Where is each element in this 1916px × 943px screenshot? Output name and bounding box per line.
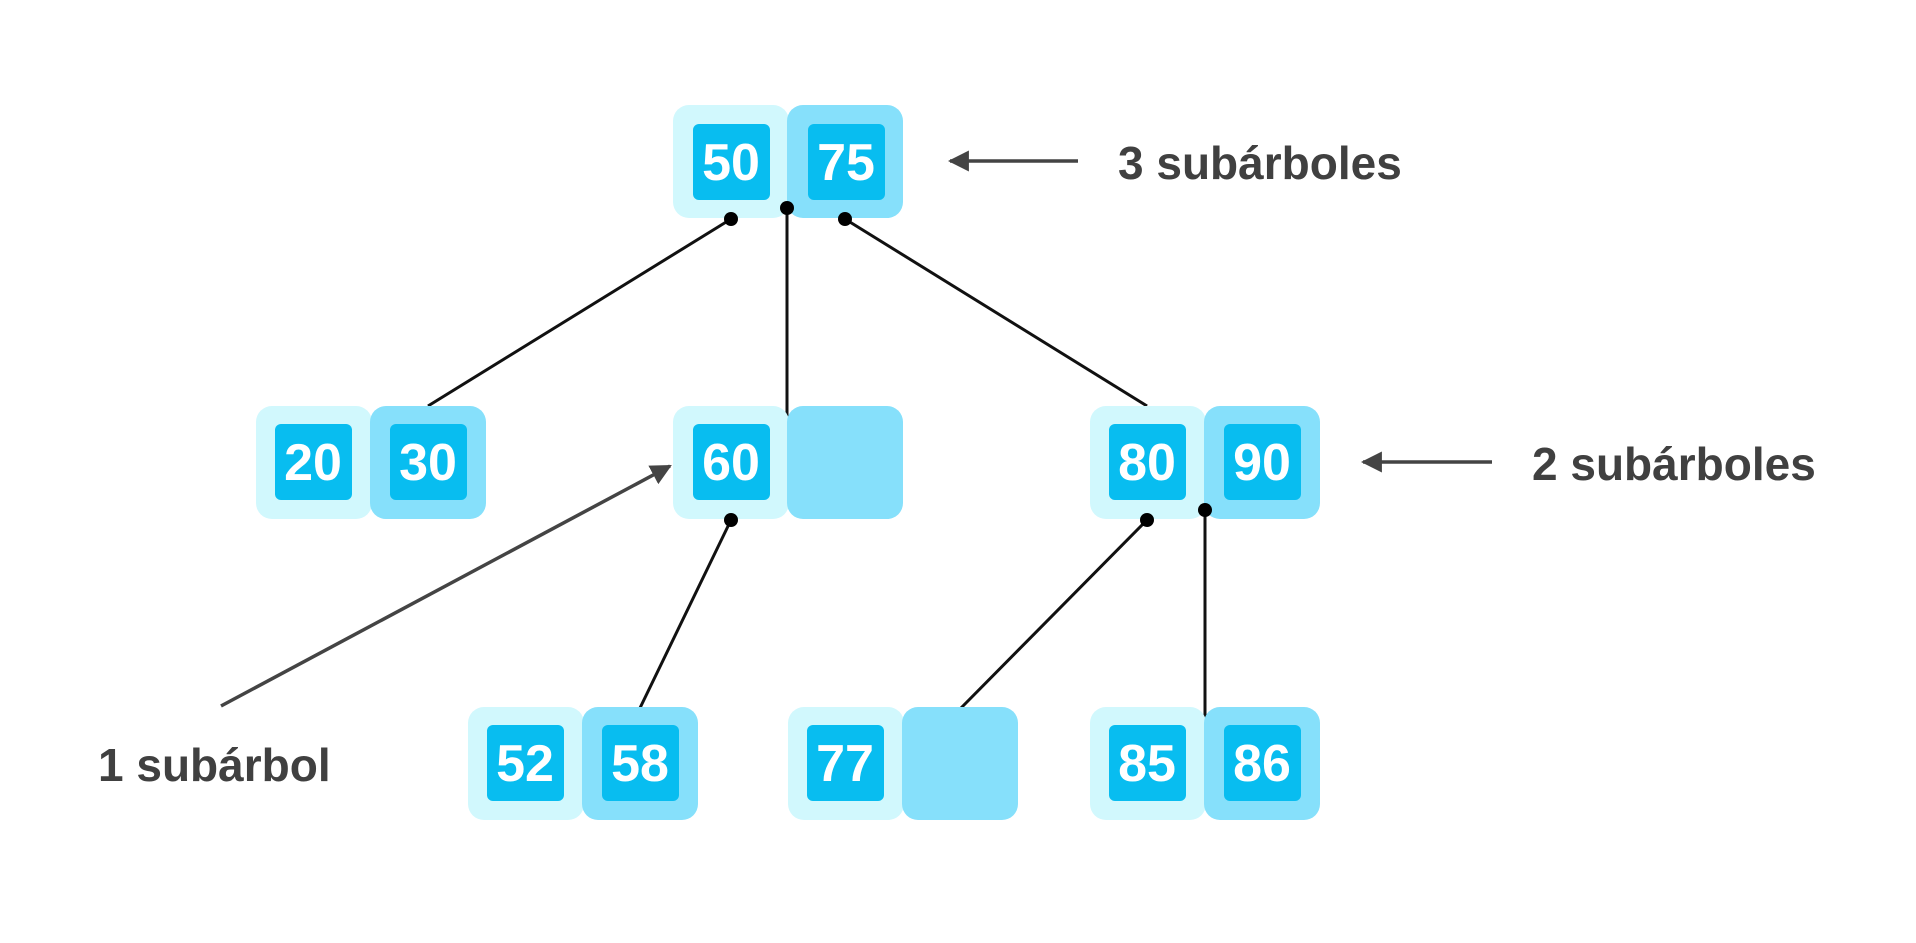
dot-right-child2	[1198, 503, 1212, 517]
label-3-subarboles: 3 subárboles	[1118, 137, 1402, 189]
key-52: 52	[496, 735, 554, 793]
edge-mid-child	[638, 519, 733, 709]
dot-right-child1	[1140, 513, 1154, 527]
node-right: 80 90	[1090, 406, 1320, 519]
edge-root-left	[427, 217, 732, 408]
key-50: 50	[702, 134, 760, 192]
label-1-subarbol: 1 subárbol	[98, 739, 331, 791]
key-80: 80	[1118, 434, 1176, 492]
key-85: 85	[1118, 735, 1176, 793]
dot-root-mid	[780, 201, 794, 215]
edge-right-child1	[959, 518, 1149, 710]
edges	[427, 208, 1207, 720]
node-right-child2: 85 86	[1090, 707, 1320, 820]
key-75: 75	[817, 134, 875, 192]
edge-dots	[724, 201, 1212, 527]
node-mid-child: 52 58	[468, 707, 698, 820]
dot-root-left	[724, 212, 738, 226]
key-60: 60	[702, 434, 760, 492]
label-2-subarboles: 2 subárboles	[1532, 438, 1816, 490]
node-mid: 60	[673, 406, 903, 519]
key-58: 58	[611, 735, 669, 793]
annotation-pointers	[220, 150, 1492, 708]
key-30: 30	[399, 434, 457, 492]
key-90: 90	[1233, 434, 1291, 492]
dot-root-right	[838, 212, 852, 226]
node-left: 20 30	[256, 406, 486, 519]
key-86: 86	[1233, 735, 1291, 793]
dot-mid-child	[724, 513, 738, 527]
key-77: 77	[816, 735, 874, 793]
node-root: 50 75	[673, 105, 903, 218]
arrow-mid-annotation	[220, 464, 672, 708]
key-20: 20	[284, 434, 342, 492]
edge-root-right	[844, 217, 1148, 408]
node-right-child1: 77	[788, 707, 1018, 820]
